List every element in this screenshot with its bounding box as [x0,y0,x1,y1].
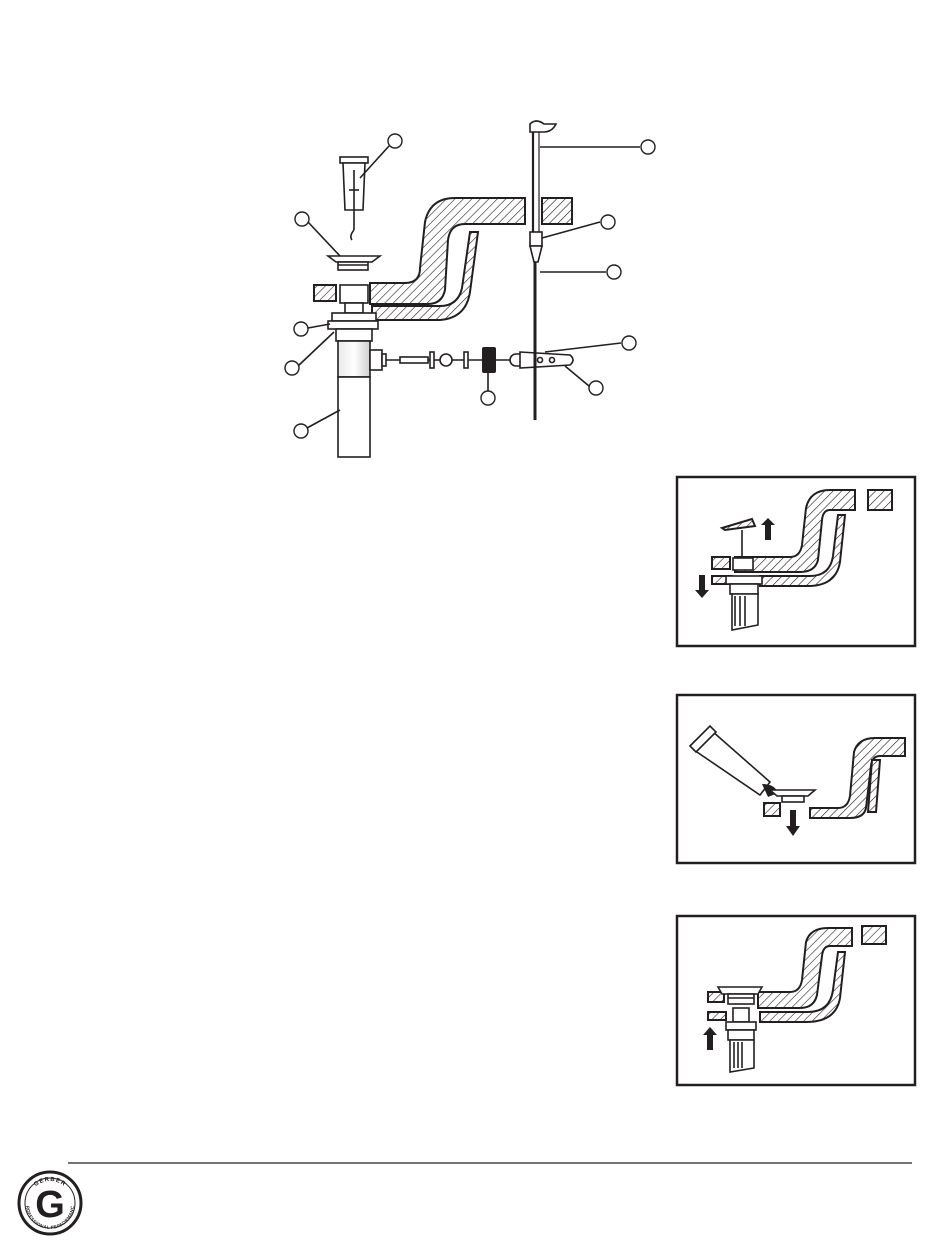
pop-up-stopper [340,157,368,240]
callout-marker [607,265,621,279]
remove-stopper-panel [677,477,915,646]
callout-marker [601,215,615,229]
clevis-strap [520,352,573,368]
callout-marker [294,322,308,336]
callout-marker [622,336,636,350]
svg-text:PROFESSIONAL PERFORMANCE: PROFESSIONAL PERFORMANCE [0,0,75,1230]
install-drain-panel [677,916,915,1085]
callout-marker [294,424,308,438]
logo-tagline-text: PROFESSIONAL PERFORMANCE [0,0,75,1230]
deck-left [314,285,336,301]
deck-right [542,198,572,224]
pivot-rod [386,347,532,373]
callout-marker [589,381,603,395]
callout-marker [388,134,402,148]
exploded-view-diagram [285,121,655,457]
gerber-logo: GERBER PROFESSIONAL PERFORMANCE G [0,0,81,1234]
apply-sealant-panel [677,695,915,863]
callout-marker [295,212,309,226]
logo-letter: G [35,1184,65,1226]
callout-marker [481,391,495,405]
basin-section [370,198,525,304]
callout-marker [641,140,655,154]
drain-flange [328,256,380,270]
callout-marker [285,361,299,375]
lift-rod [530,121,556,420]
